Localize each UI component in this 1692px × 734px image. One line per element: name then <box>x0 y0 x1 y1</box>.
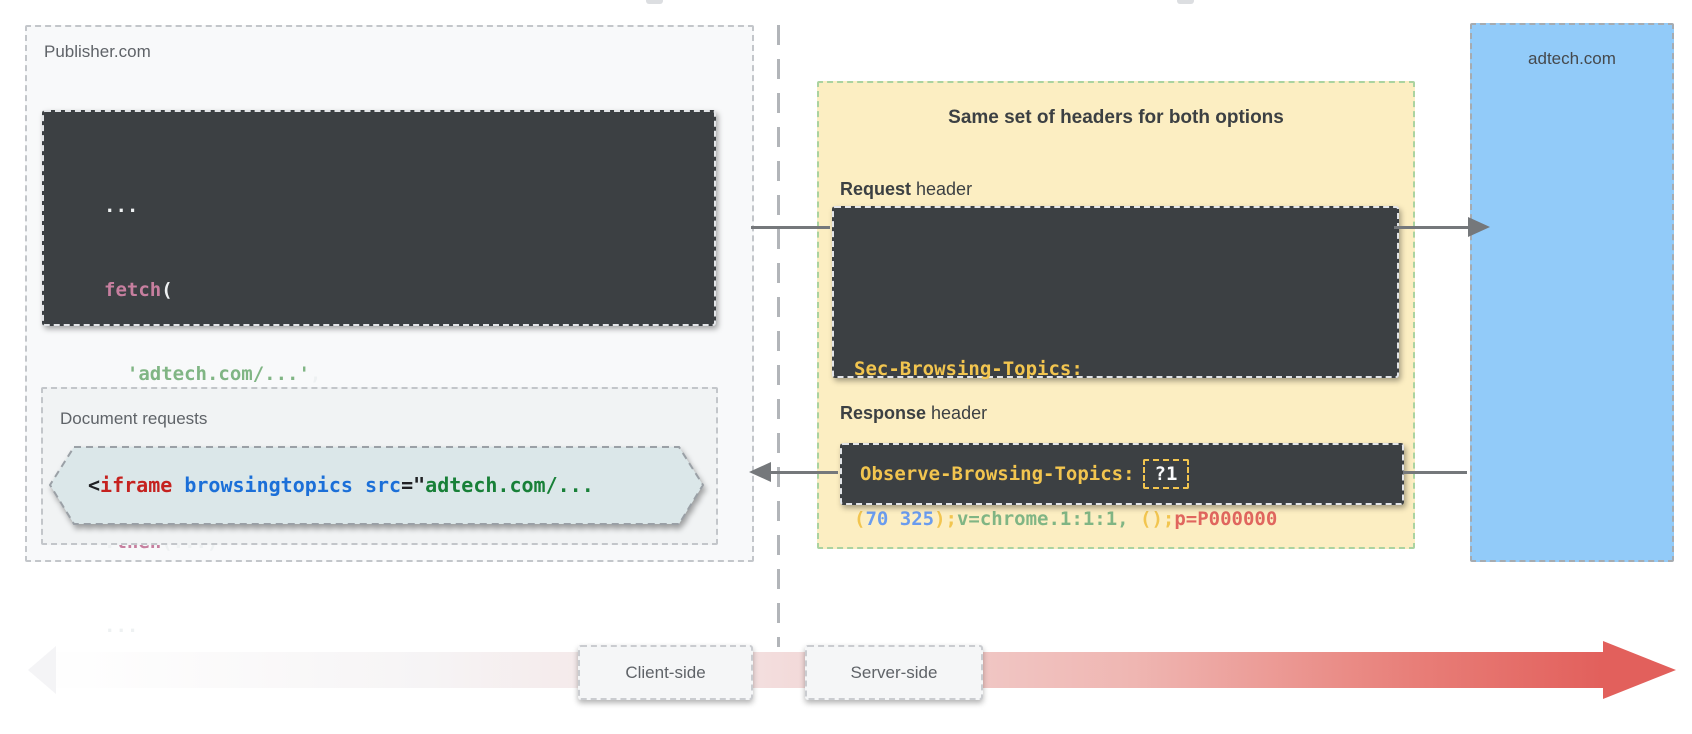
request-word: Request <box>840 179 911 199</box>
header-word: header <box>931 403 987 423</box>
server-side-label: Server-side <box>851 663 938 683</box>
request-connector-left-line <box>751 226 830 229</box>
iframe-code: <iframe browsingtopics src="adtech.com/.… <box>88 445 688 525</box>
client-server-separator-line <box>777 25 780 647</box>
request-connector-right-line <box>1394 226 1470 229</box>
request-header-name: Sec-Browsing-Topics: <box>854 344 1277 394</box>
document-requests-panel: Document requests <iframe browsingtopics… <box>41 387 718 545</box>
top-edge-fragment-left <box>646 0 663 4</box>
document-requests-label: Document requests <box>60 409 207 429</box>
timeline-left-arrowhead <box>28 646 56 694</box>
top-edge-fragment-right <box>1177 0 1194 4</box>
code-line: 'adtech.com/...', <box>104 360 390 388</box>
request-header-block: Sec-Browsing-Topics: (70 325);v=chrome.1… <box>832 206 1399 378</box>
code-line: ... <box>104 612 390 640</box>
request-header-label: Requestheader <box>840 179 972 200</box>
headers-panel: Same set of headers for both options Req… <box>817 81 1415 549</box>
code-line: ... <box>104 192 390 220</box>
client-side-box: Client-side <box>578 645 753 700</box>
request-arrowhead-icon <box>1468 217 1490 237</box>
response-connector-right-line <box>1403 471 1467 474</box>
response-arrowhead-icon <box>749 462 771 482</box>
code-line: fetch( <box>104 276 390 304</box>
response-connector-left-line <box>769 471 838 474</box>
publisher-panel: Publisher.com ... fetch( 'adtech.com/...… <box>25 25 754 562</box>
publisher-label: Publisher.com <box>44 42 151 62</box>
server-side-box: Server-side <box>805 645 983 700</box>
response-word: Response <box>840 403 926 423</box>
iframe-snippet-shape: <iframe browsingtopics src="adtech.com/.… <box>48 445 705 526</box>
response-header-block: Observe-Browsing-Topics: ?1 <box>840 443 1404 505</box>
observe-value-box: ?1 <box>1143 459 1190 489</box>
timeline-right-arrowhead <box>1603 641 1676 699</box>
client-side-label: Client-side <box>625 663 705 683</box>
adtech-label: adtech.com <box>1472 49 1672 69</box>
header-word: header <box>916 179 972 199</box>
fetch-code-block: ... fetch( 'adtech.com/...', {browsingTo… <box>42 110 716 326</box>
adtech-panel: adtech.com <box>1470 23 1674 562</box>
headers-panel-title: Same set of headers for both options <box>819 107 1413 129</box>
response-header-label: Responseheader <box>840 403 987 424</box>
response-header-name: Observe-Browsing-Topics: <box>860 463 1135 485</box>
